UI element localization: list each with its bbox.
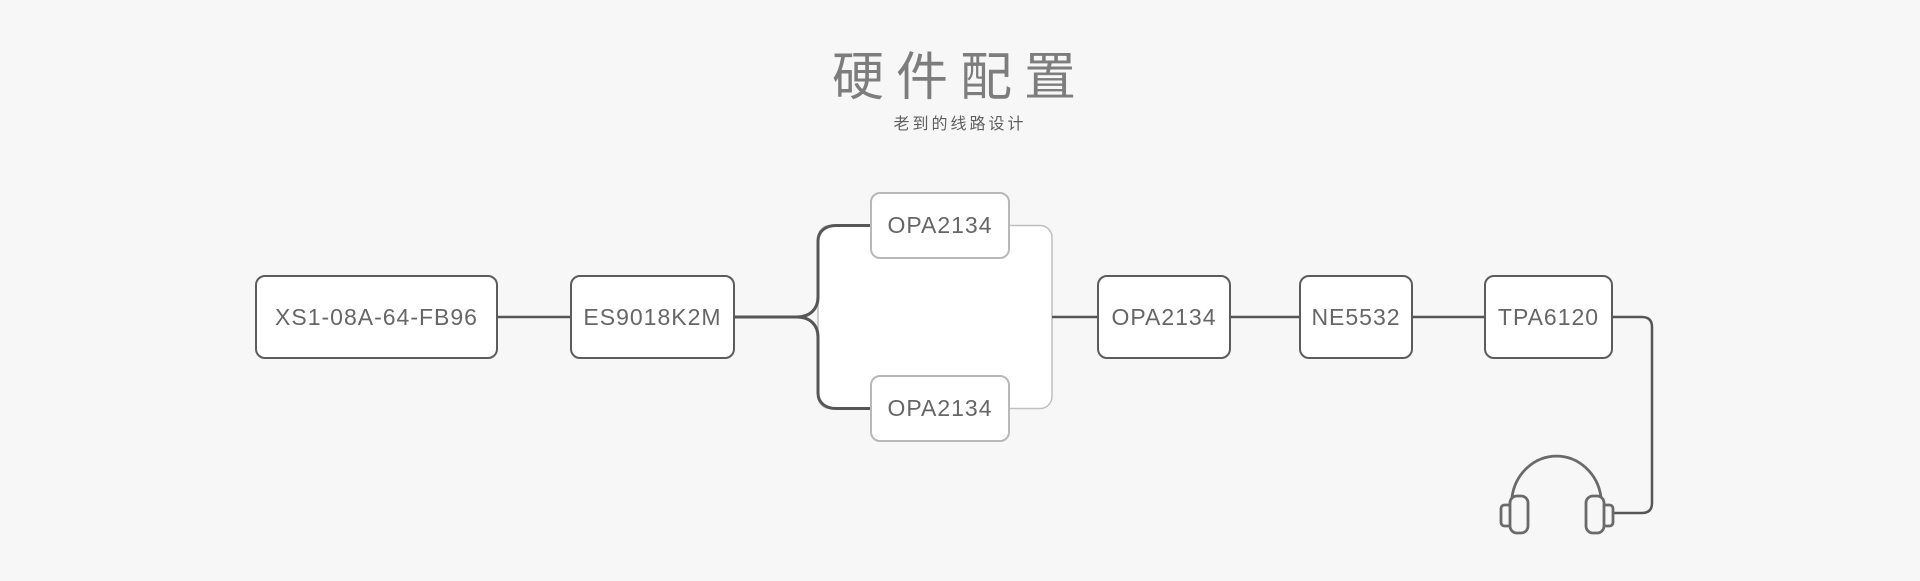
headband bbox=[1510, 454, 1603, 503]
page-subtitle: 老到的线路设计 bbox=[893, 116, 1027, 133]
left-earcup bbox=[1508, 494, 1530, 535]
split-branch-top bbox=[733, 224, 874, 319]
node-es9018k2m: ES9018K2M bbox=[570, 275, 735, 359]
headphones-icon bbox=[1499, 454, 1615, 535]
node-opa2134-top: OPA2134 bbox=[870, 192, 1010, 259]
node-ne5532: NE5532 bbox=[1299, 275, 1413, 359]
headphone-wire bbox=[1612, 315, 1654, 515]
split-connector bbox=[733, 224, 874, 410]
node-xs1-08a-64-fb96: XS1-08A-64-FB96 bbox=[255, 275, 498, 359]
node-opa2134-bottom: OPA2134 bbox=[870, 375, 1010, 442]
node-opa2134-sum: OPA2134 bbox=[1097, 275, 1231, 359]
page-title: 硬件配置 bbox=[831, 49, 1088, 107]
split-branch-bottom bbox=[733, 315, 874, 410]
right-earcup bbox=[1584, 494, 1606, 535]
node-tpa6120: TPA6120 bbox=[1484, 275, 1613, 359]
